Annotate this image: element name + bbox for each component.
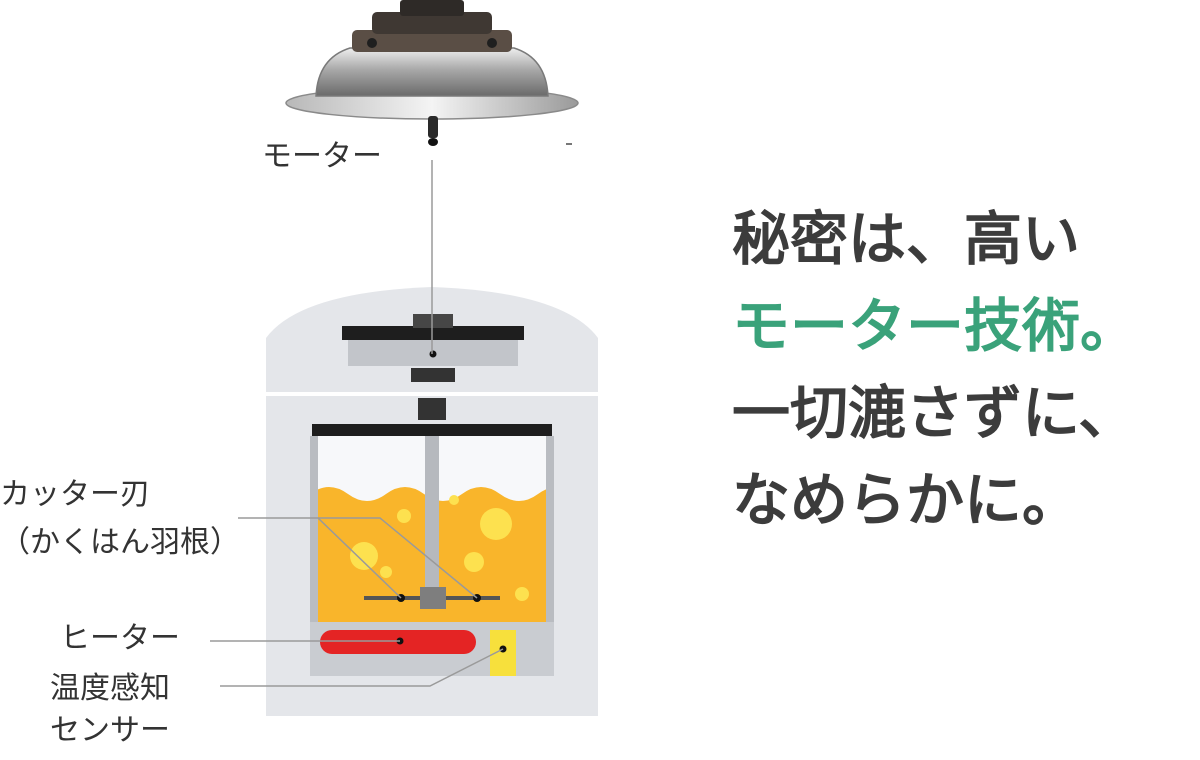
headline-line-4: なめらかに。 <box>732 466 1081 534</box>
heater-label: ヒーター <box>60 621 180 656</box>
headline-line-2: モーター技術。 <box>732 292 1139 360</box>
motor-coupling <box>342 314 524 382</box>
cutter-leader-line-2 <box>318 517 478 599</box>
headline-line-1: 秘密は、高い <box>732 205 1081 273</box>
cutter-label: カッター刃 <box>0 477 150 512</box>
cutter-sublabel: （かくはん羽根） <box>0 525 240 560</box>
motor-icon <box>285 0 579 146</box>
heater <box>320 630 476 654</box>
sensor-label-line2: センサー <box>50 713 170 748</box>
headline: 秘密は、高い モーター技術。 一切漉さずに、 なめらかに。 <box>732 196 1138 544</box>
headline-line-3: 一切漉さずに、 <box>732 379 1137 447</box>
sensor-label-line1: 温度感知 <box>50 671 170 706</box>
leader-lines <box>210 160 504 687</box>
motor-label: モーター <box>262 139 382 174</box>
sensor-leader-line <box>220 648 504 687</box>
